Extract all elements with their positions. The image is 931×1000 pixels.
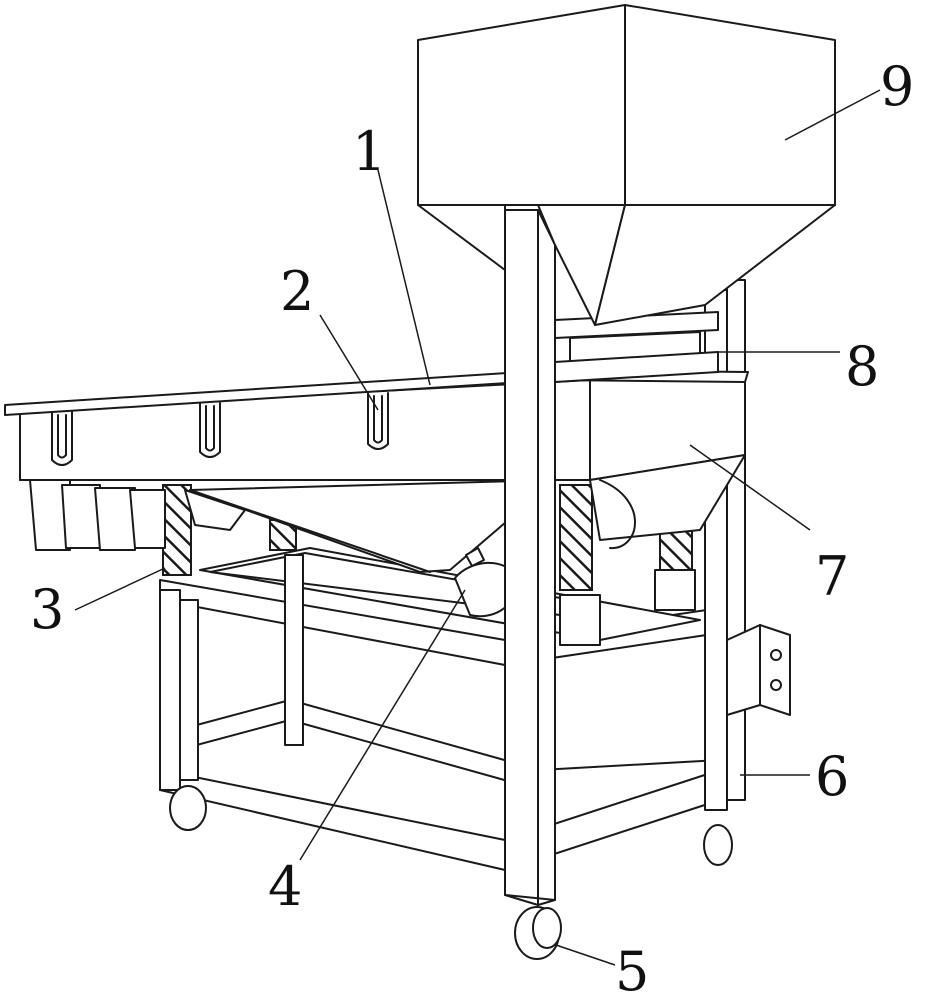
- label-4: 4: [268, 855, 302, 918]
- label-1: 1: [352, 120, 386, 183]
- hopper: [417, 4, 836, 326]
- label-5: 5: [615, 940, 649, 1000]
- label-6: 6: [815, 745, 849, 808]
- label-3: 3: [30, 578, 64, 641]
- leader-lines: [74, 89, 881, 966]
- label-8: 8: [845, 335, 879, 398]
- feeder-plates: [554, 311, 719, 383]
- front-post: [504, 209, 556, 906]
- motor-box: [726, 624, 791, 716]
- label-9: 9: [880, 55, 914, 118]
- part-labels: 1 2 3 4 5 6 7 8 9: [30, 55, 914, 1000]
- label-7: 7: [815, 545, 849, 608]
- label-2: 2: [280, 260, 314, 323]
- wheels: [169, 785, 733, 960]
- screen-box: [19, 374, 746, 573]
